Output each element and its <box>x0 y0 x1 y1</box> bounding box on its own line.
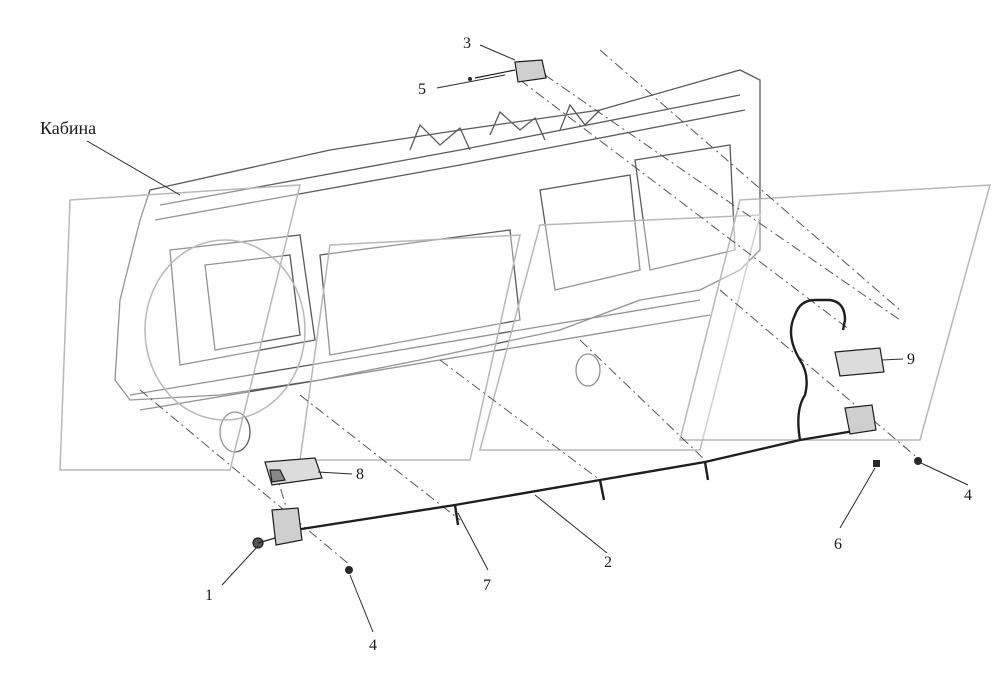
bracket-9 <box>834 347 885 377</box>
callout-9: 9 <box>907 351 915 368</box>
callout-4-right: 4 <box>964 487 972 504</box>
leader-lines <box>86 44 969 633</box>
watermark-logo <box>59 184 992 471</box>
callout-7: 7 <box>483 577 491 594</box>
sensor-3 <box>474 59 547 83</box>
sensor-1 <box>252 507 303 549</box>
label-cabin: Кабина <box>40 118 97 138</box>
callout-5: 5 <box>418 81 426 98</box>
callout-2: 2 <box>604 554 612 571</box>
callout-6: 6 <box>834 536 842 553</box>
wiring-harness <box>294 298 861 532</box>
sensor-right <box>844 404 877 435</box>
bracket-8 <box>264 457 323 486</box>
callout-3: 3 <box>463 35 471 52</box>
nuts <box>345 77 922 574</box>
callout-1: 1 <box>205 587 213 604</box>
alignment-lines <box>139 49 921 566</box>
callout-8: 8 <box>356 466 364 483</box>
callout-4-left: 4 <box>369 637 377 654</box>
